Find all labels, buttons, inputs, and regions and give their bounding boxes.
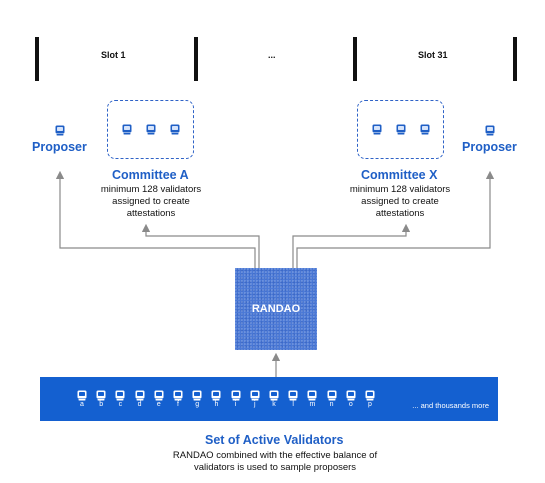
validator-icon xyxy=(55,123,65,136)
validator-icon xyxy=(135,388,145,401)
validator-letter: i xyxy=(234,401,237,408)
active-validators-bar: ... and thousands more a b c d e f g h i j k l m n o p xyxy=(40,377,498,421)
slot-ellipsis: ... xyxy=(268,50,276,60)
committee-x-desc-line-1: minimum 128 validators xyxy=(349,184,451,195)
validator-icon xyxy=(146,122,156,135)
committee-a-desc-line-1: minimum 128 validators xyxy=(100,184,202,195)
validator-letter: c xyxy=(118,401,123,408)
validator-icon xyxy=(154,388,164,401)
validator-letter: l xyxy=(292,401,294,408)
validator-letter: m xyxy=(309,401,316,408)
committee-x-box xyxy=(357,100,444,159)
committee-a-title: Committee A xyxy=(112,168,189,182)
validator-icon xyxy=(396,122,406,135)
validator-icon xyxy=(485,123,495,136)
committee-a-desc-line-2: assigned to create xyxy=(112,196,190,207)
validator-icon xyxy=(327,388,337,401)
validator-icon xyxy=(96,388,106,401)
validator-icon xyxy=(372,122,382,135)
committee-x-desc-line-3: attestations xyxy=(375,208,425,219)
left-proposer-label: Proposer xyxy=(32,140,87,154)
validator-icon xyxy=(122,122,132,135)
validator-icon xyxy=(269,388,279,401)
slot-31-label: Slot 31 xyxy=(418,50,448,60)
validator-icon xyxy=(250,388,260,401)
validator-letter: h xyxy=(214,401,219,408)
slot-divider-1 xyxy=(35,37,39,81)
arrow-to-left-proposer xyxy=(55,170,256,268)
validator-icon xyxy=(346,388,356,401)
arrow-to-committee-a xyxy=(141,223,260,268)
validator-letter: n xyxy=(329,401,334,408)
validator-icon xyxy=(420,122,430,135)
validator-icon xyxy=(173,388,183,401)
validator-letter: k xyxy=(272,401,276,408)
footer-desc-line-1: RANDAO combined with the effective balan… xyxy=(172,450,378,461)
validator-letter: d xyxy=(137,401,142,408)
right-proposer-label: Proposer xyxy=(462,140,517,154)
committee-x-description: minimum 128 validators assigned to creat… xyxy=(325,184,475,220)
validator-letter: f xyxy=(177,401,179,408)
randao-label: RANDAO xyxy=(251,303,301,315)
validator-letter: p xyxy=(368,401,372,408)
validator-icon xyxy=(211,388,221,401)
validator-icon xyxy=(192,388,202,401)
committee-a-description: minimum 128 validators assigned to creat… xyxy=(76,184,226,220)
validator-letter: j xyxy=(254,401,256,408)
slot-divider-4 xyxy=(513,37,517,81)
committee-x-title: Committee X xyxy=(361,168,438,182)
committee-a-desc-line-3: attestations xyxy=(126,208,176,219)
validator-icon xyxy=(170,122,180,135)
committee-a-box xyxy=(107,100,194,159)
validator-letter: a xyxy=(80,401,84,408)
validator-letter: o xyxy=(348,401,353,408)
arrow-to-committee-x xyxy=(292,223,411,268)
validator-letter: e xyxy=(156,401,161,408)
slot-divider-3 xyxy=(353,37,357,81)
slot-divider-2 xyxy=(194,37,198,81)
validator-icon xyxy=(115,388,125,401)
randao-box: RANDAO xyxy=(235,268,317,350)
committee-x-desc-line-2: assigned to create xyxy=(361,196,439,207)
more-validators-label: ... and thousands more xyxy=(412,401,489,410)
arrow-to-right-proposer xyxy=(296,170,495,268)
validator-icon xyxy=(365,388,375,401)
validator-letter: b xyxy=(99,401,104,408)
validator-letter: g xyxy=(195,401,200,408)
slot-1-label: Slot 1 xyxy=(101,50,126,60)
validator-icon xyxy=(307,388,317,401)
validator-icon xyxy=(288,388,298,401)
validator-icon xyxy=(231,388,241,401)
active-validators-description: RANDAO combined with the effective balan… xyxy=(140,450,410,474)
footer-desc-line-2: validators is used to sample proposers xyxy=(193,462,357,473)
validator-icon xyxy=(77,388,87,401)
active-validators-title: Set of Active Validators xyxy=(205,433,344,447)
